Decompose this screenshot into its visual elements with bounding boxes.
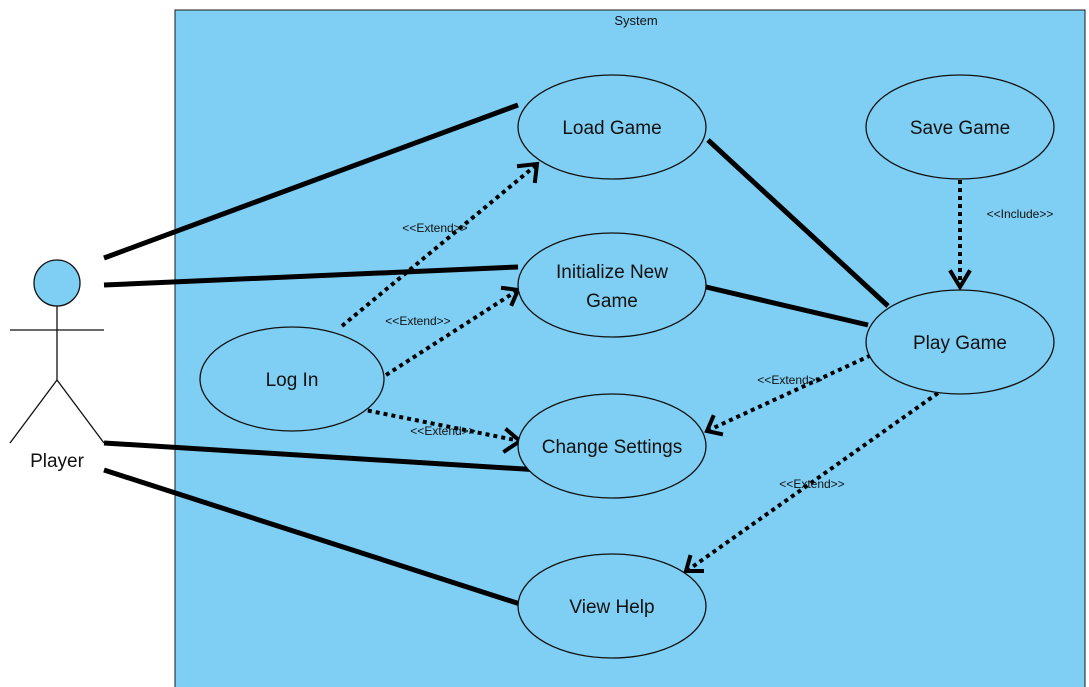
extend-play-game-view-help [683, 391, 940, 573]
use-case-label-line-2: Game [586, 291, 638, 312]
assoc-player-change-settings [103, 440, 541, 473]
include-save-game-play-game [948, 180, 972, 291]
extend-label-play-help: <<Extend>> [779, 477, 844, 491]
use-case-label: Change Settings [542, 437, 683, 458]
use-case-label: View Help [569, 597, 654, 618]
extend-label-load-game: <<Extend>> [402, 221, 467, 235]
use-case-change-settings[interactable]: Change Settings [517, 393, 707, 499]
actor-label: Player [30, 451, 85, 472]
assoc-load-game-play-game [706, 138, 890, 308]
system-title: System [614, 13, 657, 28]
actor-right-leg [56, 379, 105, 444]
use-case-label: Play Game [913, 333, 1007, 354]
use-case-label-line-1: Initialize New [556, 262, 668, 283]
assoc-player-load-game [103, 102, 519, 261]
use-case-play-game[interactable]: Play Game [865, 289, 1055, 395]
use-case-load-game[interactable]: Load Game [517, 74, 707, 180]
use-case-label: Save Game [910, 118, 1010, 139]
use-case-view-help[interactable]: View Help [517, 553, 707, 659]
actor-player[interactable]: Player [9, 259, 105, 472]
assoc-player-init-new-game [103, 264, 519, 288]
include-label-save-play: <<Include>> [987, 207, 1054, 221]
use-case-initialize-new-game[interactable]: Initialize New Game [517, 232, 707, 338]
actor-head [33, 259, 81, 307]
assoc-init-new-game-play-game [705, 284, 869, 328]
actor-left-leg [9, 379, 58, 444]
extend-label-change-settings: <<Extend>> [410, 424, 475, 438]
use-case-log-in[interactable]: Log In [199, 326, 385, 432]
assoc-player-view-help [103, 467, 521, 607]
extend-play-game-change-settings [704, 350, 879, 437]
use-case-label: Log In [266, 370, 319, 391]
extend-label-play-change: <<Extend>> [757, 373, 822, 387]
use-case-label: Load Game [562, 118, 661, 139]
extend-login-load-game [340, 161, 540, 328]
use-case-save-game[interactable]: Save Game [865, 74, 1055, 180]
extend-label-init-new-game: <<Extend>> [385, 314, 450, 328]
